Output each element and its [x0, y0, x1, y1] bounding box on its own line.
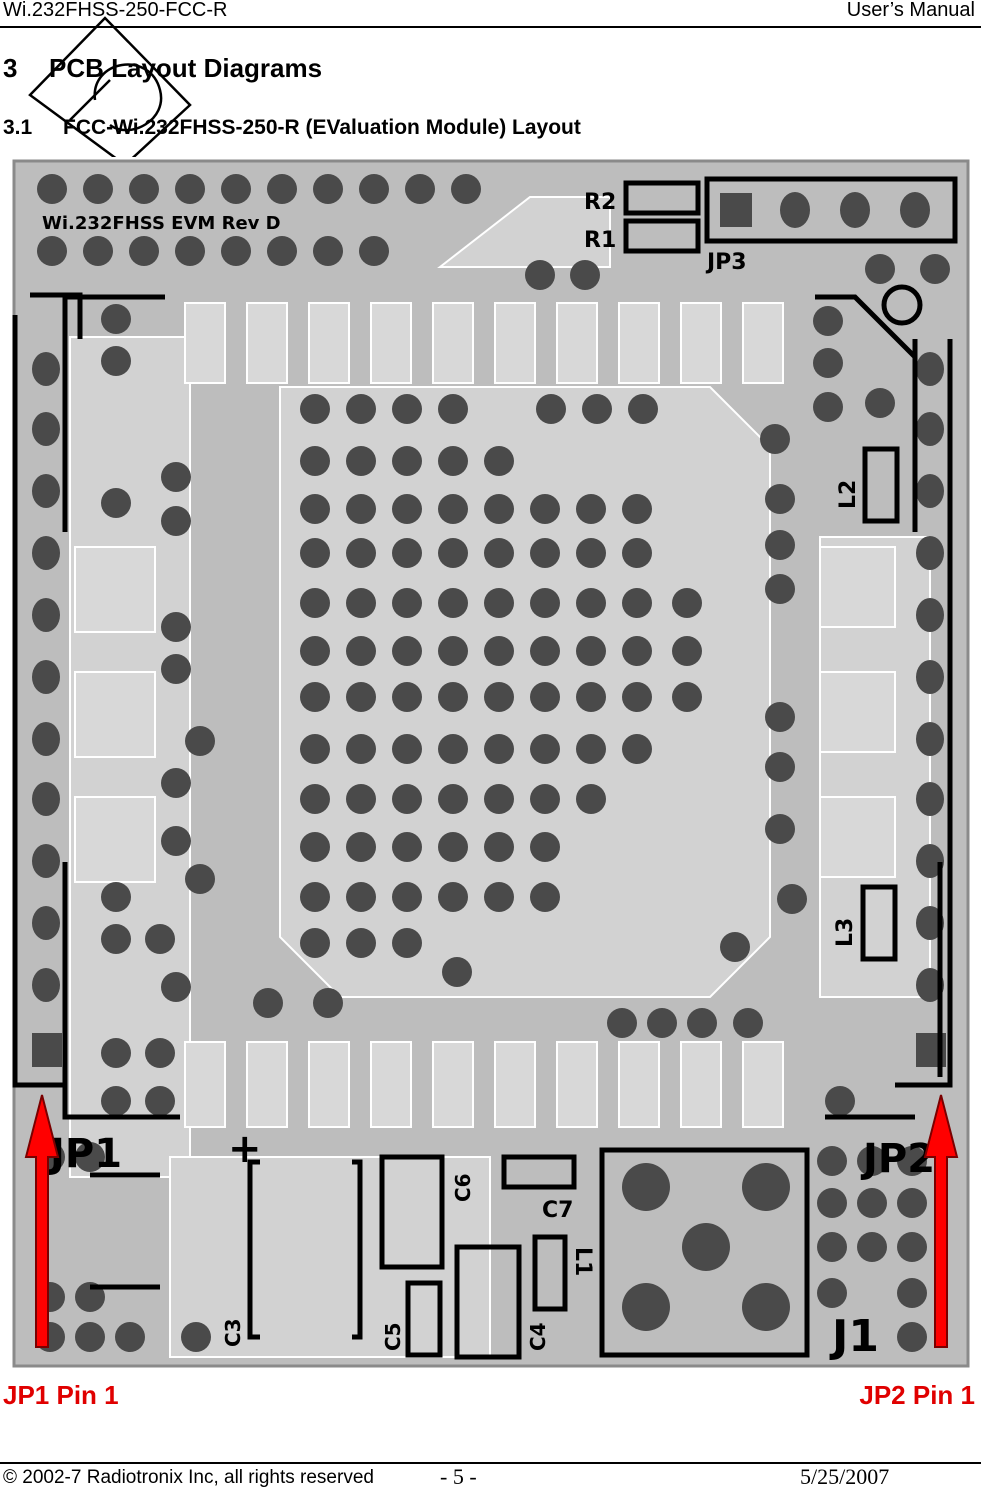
label-jp2: JP2: [860, 1136, 935, 1182]
label-r2: R2: [584, 190, 616, 215]
footer-page-number: - 5 -: [440, 1464, 477, 1489]
jp3-header-pins: [720, 192, 930, 228]
label-c5: C5: [381, 1322, 405, 1351]
c3-bracket-right: [352, 1159, 363, 1340]
footer-date: 5/25/2007: [800, 1464, 890, 1489]
label-l2: L2: [836, 480, 861, 509]
l3-outline: [860, 884, 898, 962]
jp2-header-pads: [607, 306, 946, 1116]
subsection-heading: 3.1 FCC-Wi.232FHSS-250-R (EValuation Modu…: [3, 116, 581, 140]
jp1-pin1-square-pad: [32, 1033, 62, 1067]
silkscreen-outlines: [12, 176, 958, 1360]
module-bottom-pads: [184, 1041, 784, 1128]
module-top-pads: [184, 302, 784, 384]
jp3-outline: [704, 176, 958, 244]
label-c7: C7: [542, 1198, 573, 1223]
c7-outline: [501, 1154, 577, 1190]
jp2-bar-corner: [815, 294, 917, 359]
c5-outline: [405, 1280, 443, 1358]
j1-connector-pads: [622, 1163, 790, 1331]
section-heading: 3 PCB Layout Diagrams: [3, 53, 322, 84]
header-document-type: User’s Manual: [846, 0, 975, 21]
l2-outline: [862, 446, 900, 524]
pcb-silkscreen-title: Wi.232FHSS EVM Rev D: [42, 213, 281, 234]
jp1-pin1-label: JP1 Pin 1: [3, 1380, 119, 1410]
pcb-layout-diagram: Wi.232FHSS EVM Rev D R2 R1 JP3 L2 L3 JP1…: [10, 157, 972, 1370]
jp1-bar-bottom: [62, 862, 180, 1120]
label-c6: C6: [451, 1173, 475, 1202]
jp2-outline-outer: [895, 339, 953, 1088]
l1-outline: [532, 1234, 568, 1312]
c4-outline: [454, 1244, 522, 1360]
label-j1: J1: [829, 1311, 879, 1362]
label-r1: R1: [584, 228, 616, 253]
jp1-outline-outer: [12, 315, 65, 1088]
c3-bracket-left: [247, 1159, 260, 1340]
subsection-number: 3.1: [3, 116, 33, 139]
c6-outline: [379, 1154, 445, 1270]
label-c4: C4: [526, 1322, 550, 1351]
jp1-header-pads: [32, 304, 215, 1116]
label-jp3: JP3: [705, 250, 747, 275]
subsection-title: FCC-Wi.232FHSS-250-R (EValuation Module)…: [63, 116, 581, 139]
label-plus: +: [228, 1126, 262, 1172]
jp2-pin1-label: JP2 Pin 1: [859, 1380, 975, 1410]
r1-outline: [623, 218, 701, 254]
footer-copyright: © 2002-7 Radiotronix Inc, all rights res…: [3, 1467, 374, 1488]
header-document-id: Wi.232FHSS-250-FCC-R: [3, 0, 228, 21]
label-jp1: JP1: [47, 1131, 122, 1177]
j1-outline: [599, 1147, 810, 1358]
u1-outline: [90, 1172, 160, 1290]
jp2-pin1-arrow: [923, 1094, 959, 1348]
label-l1: L1: [570, 1247, 595, 1276]
label-c3: C3: [221, 1318, 245, 1347]
footer-rule: [0, 1462, 981, 1464]
stamp-stroke: [69, 79, 111, 121]
header-rule: [0, 26, 981, 28]
section-title: PCB Layout Diagrams: [49, 53, 323, 83]
side-pads: [74, 546, 896, 883]
jp1-pin1-arrow: [24, 1094, 60, 1348]
label-l3: L3: [833, 918, 858, 947]
stamp-diamond: [28, 16, 192, 167]
r2-outline: [623, 180, 701, 216]
fiducial-ring: [881, 284, 923, 326]
section-number: 3: [3, 53, 18, 83]
pin1-arrows: [24, 1094, 959, 1348]
